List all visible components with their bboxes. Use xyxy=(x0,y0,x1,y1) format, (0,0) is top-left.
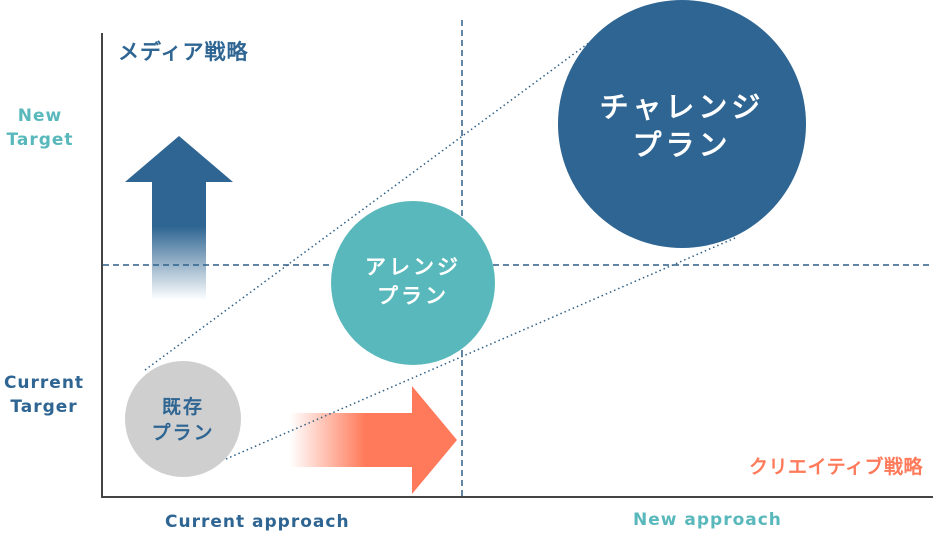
new-target-label: New Target xyxy=(0,104,80,152)
arrange-plan-text: アレンジ プラン xyxy=(331,253,495,311)
challenge-plan-text: チャレンジ プラン xyxy=(558,88,806,164)
new-target-label-line2: Target xyxy=(6,130,74,150)
arrow-right-icon xyxy=(290,386,457,494)
existing-plan-line2: プラン xyxy=(151,422,215,444)
challenge-plan-circle xyxy=(558,0,806,248)
current-approach-label: Current approach xyxy=(165,512,350,532)
new-target-label-line1: New xyxy=(17,106,63,126)
new-approach-label: New approach xyxy=(633,510,782,530)
challenge-plan-line2: プラン xyxy=(632,128,732,162)
existing-plan-line1: 既存 xyxy=(161,396,204,418)
current-target-label-line2: Targer xyxy=(10,397,78,417)
creative-strategy-label: クリエイティブ戦略 xyxy=(749,456,923,478)
media-strategy-label: メディア戦略 xyxy=(118,40,249,64)
existing-plan-circle xyxy=(125,361,241,477)
current-target-label-line1: Current xyxy=(3,373,85,393)
arrange-plan-circle xyxy=(331,201,495,365)
arrange-plan-line2: プラン xyxy=(377,284,449,308)
challenge-plan-line1: チャレンジ xyxy=(599,90,765,124)
current-target-label: Current Targer xyxy=(0,371,88,419)
arrange-plan-line1: アレンジ xyxy=(365,255,461,279)
arrow-up-icon xyxy=(125,136,233,300)
existing-plan-text: 既存 プラン xyxy=(125,394,241,446)
